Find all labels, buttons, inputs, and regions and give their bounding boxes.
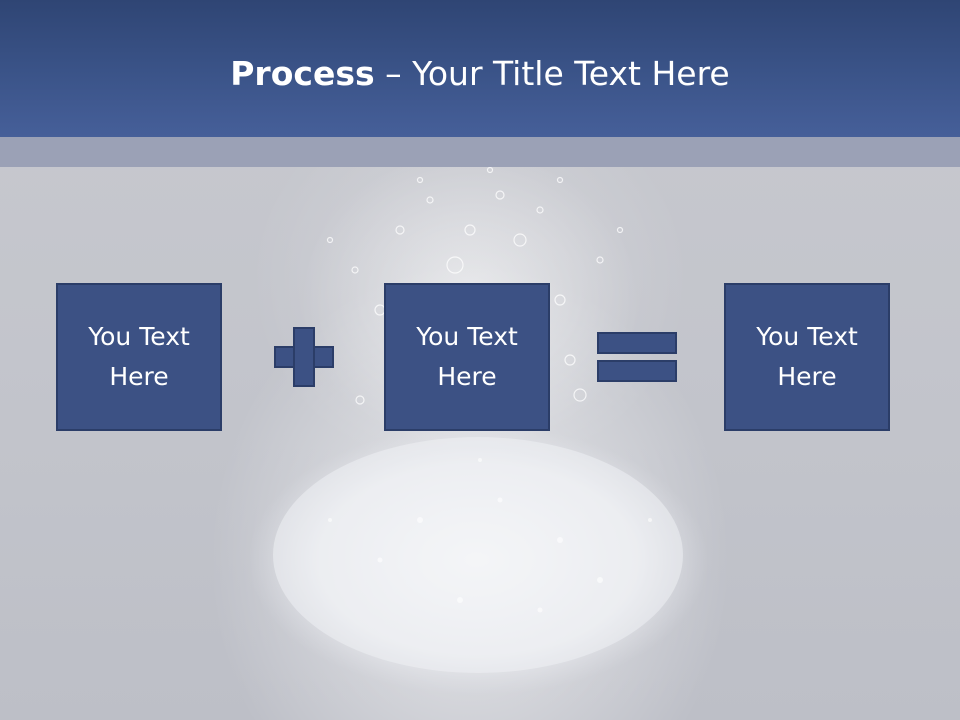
title-emphasis: Process [230,54,375,93]
process-box-3-line-2: Here [777,362,837,391]
process-box-2-line-2: Here [437,362,497,391]
process-box-3[interactable]: You Text Here [724,283,890,431]
plus-icon-center [295,348,313,366]
process-box-1-line-1: You Text [88,322,190,351]
header-accent-strip [0,137,960,167]
equals-icon-bottom-bar [597,360,677,382]
process-box-1-line-2: Here [109,362,169,391]
title-text: – Your Title Text Here [374,54,730,93]
process-box-3-line-1: You Text [756,322,858,351]
process-box-2-line-1: You Text [416,322,518,351]
process-box-1[interactable]: You Text Here [56,283,222,431]
title-bar [0,0,960,137]
slide-title: Process – Your Title Text Here [0,52,960,96]
equals-icon-top-bar [597,332,677,354]
process-box-2[interactable]: You Text Here [384,283,550,431]
